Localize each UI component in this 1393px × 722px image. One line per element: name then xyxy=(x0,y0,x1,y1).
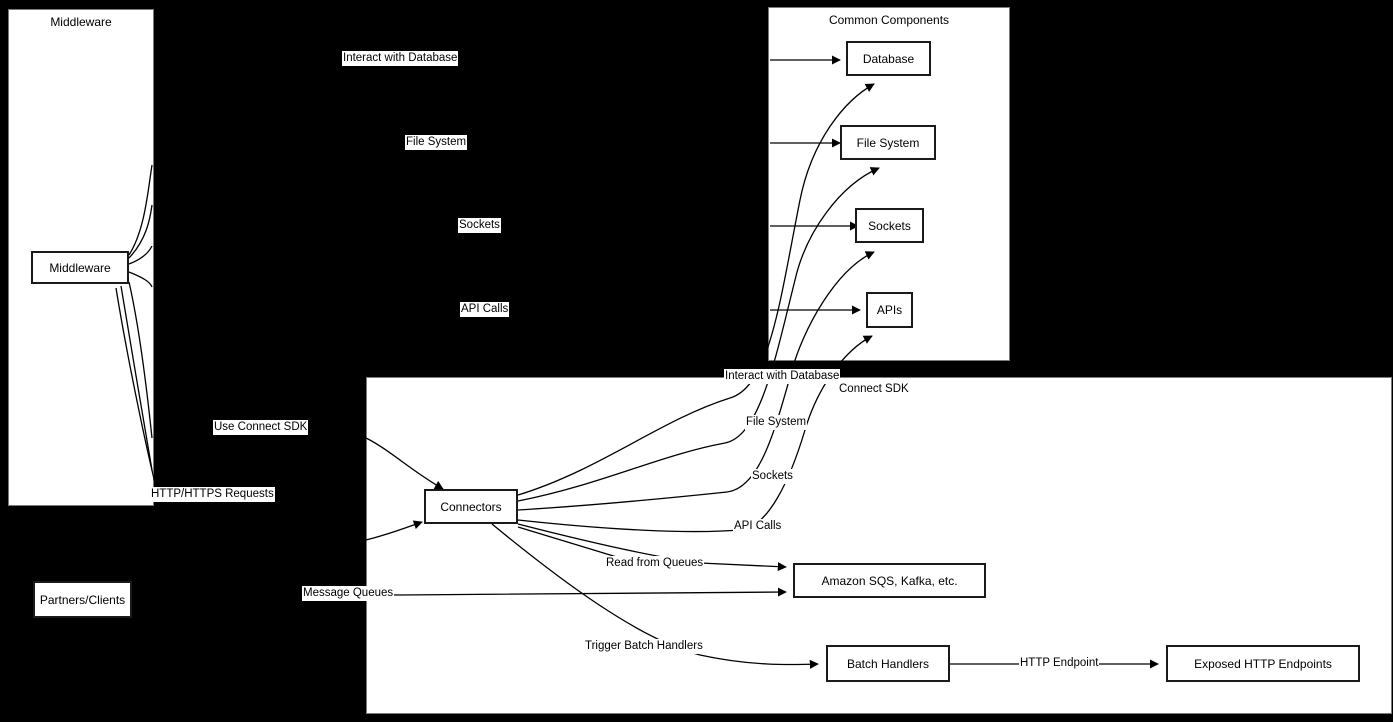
node-partners-clients[interactable]: Partners/Clients xyxy=(33,581,132,618)
edge-message-queues xyxy=(152,587,787,597)
edge-group-middleware-lower xyxy=(115,281,163,511)
node-database-label: Database xyxy=(862,51,915,66)
edge-label-interact-with-database-middleware: Interact with Database xyxy=(342,51,459,66)
edge-label-file-system-connectors: File System xyxy=(745,415,808,430)
panel-common-components-title: Common Components xyxy=(828,13,950,27)
node-exposed-http-endpoints-label: Exposed HTTP Endpoints xyxy=(1194,656,1332,671)
edge-label-use-connect-sdk: Use Connect SDK xyxy=(213,420,309,435)
node-apis-label: APIs xyxy=(876,303,903,317)
edge-label-read-from-queues: Read from Queues xyxy=(605,556,705,571)
edge-read-queues-stub xyxy=(517,526,621,559)
edge-label-connect-sdk: Connect SDK xyxy=(838,382,910,397)
edge-label-sockets-connectors: Sockets xyxy=(751,469,794,484)
node-database[interactable]: Database xyxy=(846,41,931,76)
edge-label-api-calls-middleware: API Calls xyxy=(460,302,510,317)
node-batch-handlers[interactable]: Batch Handlers xyxy=(826,645,950,682)
node-batch-handlers-label: Batch Handlers xyxy=(846,656,930,671)
edge-group-connectors-to-common xyxy=(517,83,880,533)
edge-label-http-https-requests: HTTP/HTTPS Requests xyxy=(150,487,275,502)
node-middleware[interactable]: Middleware xyxy=(31,251,129,284)
node-middleware-label: Middleware xyxy=(49,260,111,275)
node-apis[interactable]: APIs xyxy=(866,292,913,328)
node-connectors[interactable]: Connectors xyxy=(424,489,518,524)
edge-label-api-calls-connectors: API Calls xyxy=(733,519,783,534)
node-sockets[interactable]: Sockets xyxy=(855,208,924,243)
edge-group-middleware-out xyxy=(128,55,861,315)
node-sockets-label: Sockets xyxy=(868,218,911,233)
edge-label-sockets-middleware: Sockets xyxy=(458,218,501,233)
edge-label-file-system-middleware: File System xyxy=(405,135,468,150)
edge-label-trigger-batch-handlers: Trigger Batch Handlers xyxy=(584,639,704,654)
panel-middleware-title: Middleware xyxy=(50,15,112,29)
edge-label-message-queues: Message Queues xyxy=(302,586,395,601)
edge-label-interact-with-database-connectors: Interact with Database xyxy=(724,369,841,384)
node-file-system-label: File System xyxy=(856,135,920,150)
node-file-system[interactable]: File System xyxy=(840,125,936,160)
edge-group-connectors-in xyxy=(365,437,444,541)
node-message-queues-label: Amazon SQS, Kafka, etc. xyxy=(821,573,958,588)
node-partners-clients-label: Partners/Clients xyxy=(39,592,126,607)
edge-label-http-endpoint: HTTP Endpoint xyxy=(1019,656,1100,671)
node-message-queues[interactable]: Amazon SQS, Kafka, etc. xyxy=(793,563,986,598)
node-connectors-label: Connectors xyxy=(440,499,502,514)
node-exposed-http-endpoints[interactable]: Exposed HTTP Endpoints xyxy=(1166,645,1360,682)
